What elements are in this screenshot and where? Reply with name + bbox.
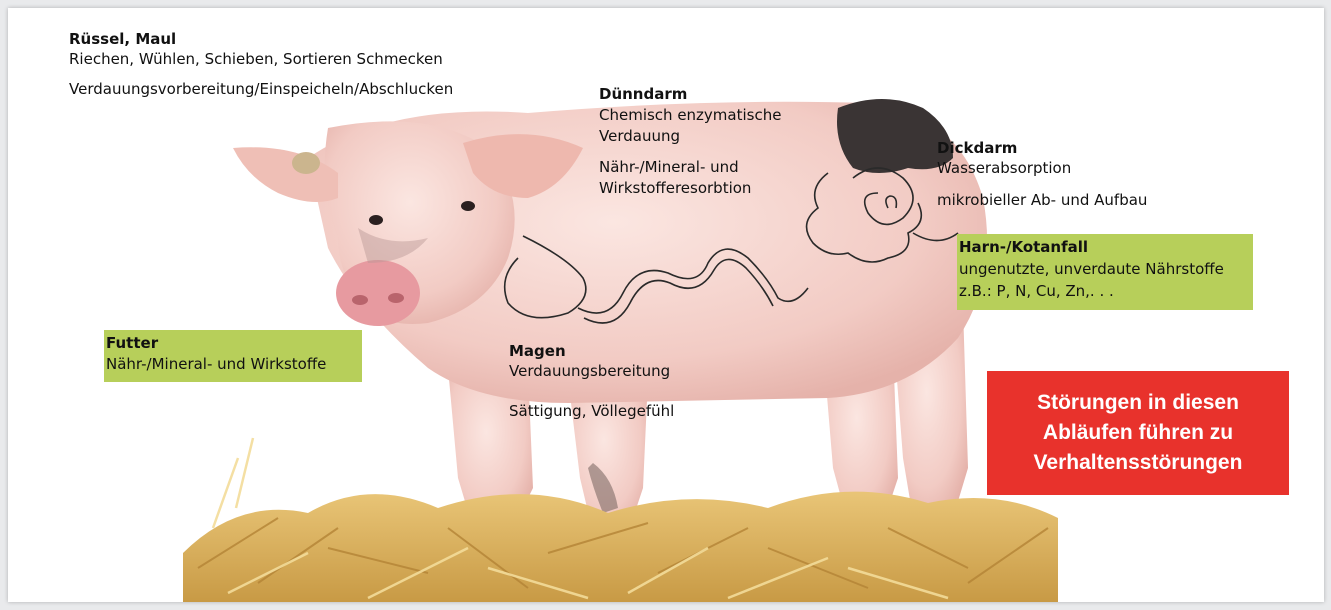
stomach-title: Magen	[509, 340, 566, 362]
warning-line-2: Abläufen führen zu	[1034, 418, 1243, 448]
large-intestine-title: Dickdarm	[937, 137, 1017, 159]
small-intestine-title: Dünndarm	[599, 83, 687, 105]
snout-title: Rüssel, Maul	[69, 28, 176, 50]
nostril-left	[352, 295, 368, 305]
warning-box: Störungen in diesen Abläufen führen zu V…	[987, 371, 1289, 495]
small-intestine-line-4: Wirkstofferesorbtion	[599, 177, 751, 199]
feed-line-1: Nähr-/Mineral- und Wirkstoffe	[106, 353, 326, 375]
excretion-line-2: z.B.: P, N, Cu, Zn,. . .	[959, 280, 1114, 302]
snout-line-2: Verdauungsvorbereitung/Einspeicheln/Absc…	[69, 78, 453, 100]
feed-title: Futter	[106, 332, 158, 354]
stomach-line-2: Sättigung, Völlegefühl	[509, 400, 674, 422]
stomach-line-1: Verdauungsbereitung	[509, 360, 670, 382]
right-eye	[461, 201, 475, 211]
small-intestine-line-3: Nähr-/Mineral- und	[599, 156, 739, 178]
large-intestine-line-1: Wasserabsorption	[937, 157, 1071, 179]
large-intestine-line-2: mikrobieller Ab- und Aufbau	[937, 189, 1147, 211]
diagram-frame: Rüssel, Maul Riechen, Wühlen, Schieben, …	[8, 8, 1324, 602]
pig-snout	[336, 260, 420, 326]
small-intestine-line-1: Chemisch enzymatische	[599, 104, 781, 126]
left-eye	[369, 215, 383, 225]
ear-tag	[292, 152, 320, 174]
warning-line-3: Verhaltensstörungen	[1034, 448, 1243, 478]
snout-line-1: Riechen, Wühlen, Schieben, Sortieren Sch…	[69, 48, 443, 70]
black-spot	[837, 99, 953, 173]
excretion-line-1: ungenutzte, unverdaute Nährstoffe	[959, 258, 1224, 280]
warning-line-1: Störungen in diesen	[1034, 388, 1243, 418]
excretion-title: Harn-/Kotanfall	[959, 236, 1088, 258]
nostril-right	[388, 293, 404, 303]
small-intestine-line-2: Verdauung	[599, 125, 680, 147]
